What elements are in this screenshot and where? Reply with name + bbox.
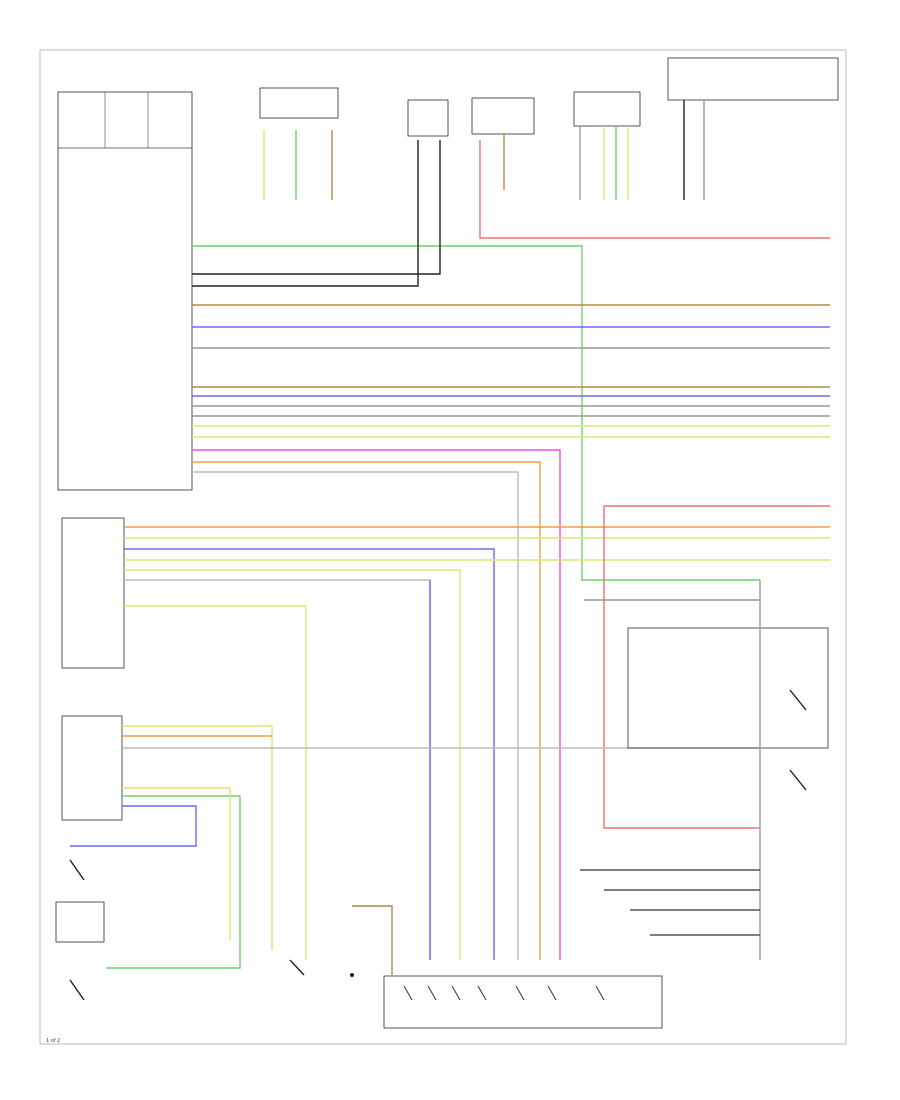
wire-bundle-lower: [70, 725, 760, 969]
top-vertical-stubs: [263, 100, 705, 200]
middle-left-module-box: [61, 517, 125, 669]
lower-sensor-box: [55, 901, 105, 943]
right-side-wiring: [580, 580, 829, 960]
diagram-frame: [39, 49, 847, 1045]
wire-bundle-middle: [124, 505, 830, 960]
top-relay-box: [407, 99, 449, 137]
top-module-a: [471, 97, 535, 135]
wire-bundle-upper: [192, 140, 830, 960]
top-right-module: [667, 57, 839, 101]
transmission-control-unit-box: [383, 975, 663, 1029]
tcu-switches: [403, 985, 605, 1001]
lower-left-module-box: [61, 715, 123, 821]
right-switch-box: [627, 627, 829, 749]
top-switch-box: [259, 87, 339, 119]
upper-left-module-box: [57, 91, 193, 491]
top-module-b: [573, 91, 641, 127]
page-footer-label: 1 of 2: [46, 1038, 60, 1044]
